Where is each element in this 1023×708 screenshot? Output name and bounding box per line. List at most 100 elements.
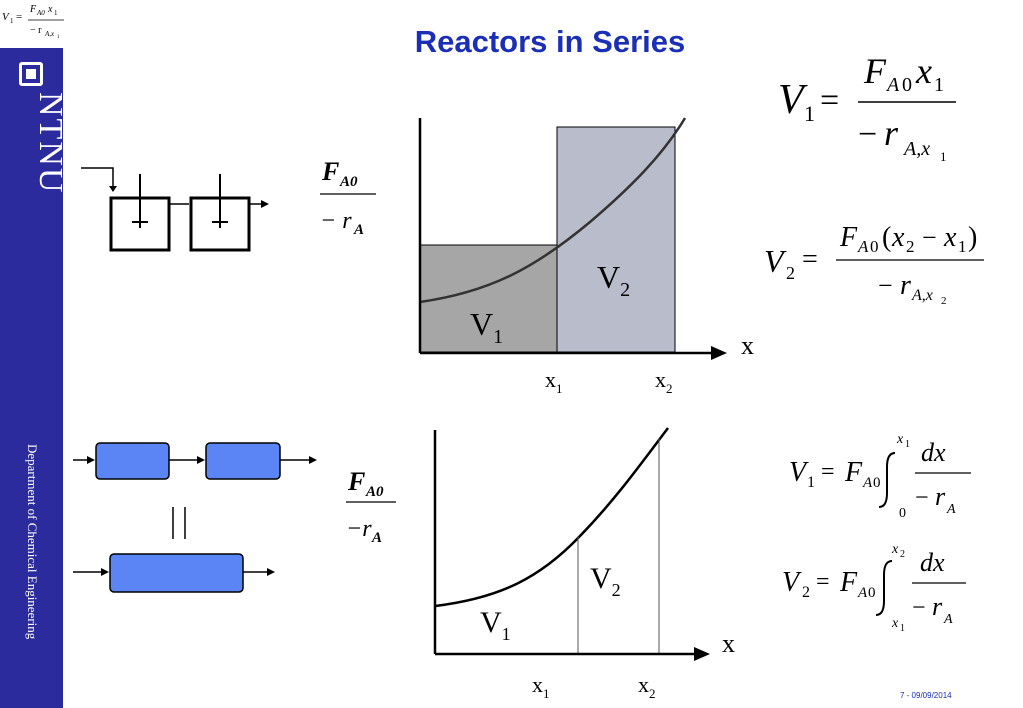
equation-v2-cstr: V 2 = F A 0 ( x 2 − x 1 ) − r A,x 2 — [764, 222, 984, 307]
svg-text:x: x — [915, 51, 932, 91]
v2-label: V2 — [597, 259, 630, 301]
svg-text:r: r — [900, 270, 911, 301]
corner-formula-svg: V 1 = F A0 x 1 − r A,x 1 — [2, 4, 64, 40]
svg-text:A: A — [943, 612, 953, 627]
equation-v1-pfr: V 1 = F A 0 x 1 0 dx − r A — [789, 432, 971, 521]
equation-v1-cstr: V 1 = F A 0 x 1 − r A,x 1 — [778, 51, 956, 164]
svg-text:A0: A0 — [36, 9, 45, 17]
v1-label: V1 — [470, 306, 503, 348]
rate-curve — [419, 117, 687, 304]
svg-text:F: F — [29, 4, 37, 15]
corner-formula: V 1 = F A0 x 1 − r A,x 1 — [0, 0, 70, 48]
svg-text:− r: − r — [30, 25, 42, 36]
svg-text:A: A — [862, 475, 873, 491]
svg-text:2: 2 — [906, 237, 915, 256]
svg-text:F: F — [347, 467, 365, 496]
levenspiel-plot-bottom: V1 V2 x x1 x2 — [433, 427, 735, 701]
svg-text:1: 1 — [958, 237, 967, 256]
page-footer: 7 - 09/09/2014 — [900, 691, 952, 700]
svg-text:=: = — [16, 11, 22, 23]
svg-text:2: 2 — [802, 584, 810, 601]
svg-text:F: F — [863, 51, 887, 91]
svg-text:F: F — [839, 567, 858, 598]
fraction-top: F A0 − r A — [320, 157, 376, 238]
sidebar: NTNU Department of Chemical Engineering — [0, 0, 69, 708]
x1-tick: x1 — [532, 672, 550, 701]
svg-text:A,x: A,x — [902, 138, 930, 160]
svg-text:V: V — [764, 243, 787, 279]
svg-text:1: 1 — [804, 101, 815, 126]
svg-text:A: A — [353, 222, 364, 238]
svg-text:r: r — [935, 482, 946, 511]
svg-text:1: 1 — [54, 9, 58, 17]
svg-text:0: 0 — [902, 74, 912, 96]
svg-text:=: = — [821, 459, 835, 485]
svg-text:(: ( — [882, 222, 891, 253]
svg-text:1: 1 — [940, 149, 947, 164]
svg-text:1: 1 — [10, 17, 14, 25]
svg-text:x: x — [943, 222, 957, 253]
x-axis-label: x — [741, 331, 754, 360]
svg-text:0: 0 — [873, 475, 881, 491]
levenspiel-plot-top: V1 V2 x x1 x2 — [418, 117, 754, 396]
svg-text:x: x — [891, 616, 899, 631]
equation-v2-pfr: V 2 = F A 0 x 2 x 1 dx − r A — [782, 542, 966, 634]
svg-text:dx: dx — [920, 548, 945, 577]
svg-text:A: A — [857, 585, 868, 601]
svg-text:): ) — [968, 222, 977, 253]
x-axis-label: x — [722, 629, 735, 658]
pfr-series-diagram — [73, 442, 317, 593]
svg-text:−: − — [922, 223, 937, 252]
svg-text:x: x — [896, 432, 904, 447]
fraction-bottom: F A0 −r A — [346, 467, 396, 546]
svg-text:−: − — [878, 271, 893, 300]
svg-text:0: 0 — [868, 585, 876, 601]
svg-text:1: 1 — [807, 474, 815, 491]
svg-text:2: 2 — [900, 549, 905, 560]
svg-text:r: r — [932, 592, 943, 621]
svg-text:A: A — [857, 237, 869, 256]
svg-text:−: − — [915, 485, 929, 511]
svg-text:A: A — [946, 502, 956, 517]
svg-text:−r: −r — [346, 516, 372, 542]
svg-text:V: V — [789, 457, 809, 488]
x2-tick: x2 — [655, 367, 673, 396]
ntnu-logo-icon — [19, 62, 43, 86]
svg-text:F: F — [839, 222, 858, 253]
svg-text:=: = — [820, 82, 839, 119]
cstr-series-diagram — [81, 167, 269, 252]
v1-label: V1 — [480, 606, 511, 644]
rate-curve — [434, 427, 669, 608]
svg-text:1: 1 — [57, 35, 60, 40]
svg-text:2: 2 — [786, 263, 795, 283]
svg-text:dx: dx — [921, 438, 946, 467]
svg-text:V: V — [782, 567, 802, 598]
svg-text:V: V — [778, 77, 808, 123]
svg-text:A0: A0 — [339, 174, 358, 190]
svg-text:1: 1 — [900, 623, 905, 634]
svg-text:A: A — [885, 74, 900, 96]
x2-tick: x2 — [638, 672, 656, 701]
svg-text:− r: − r — [320, 208, 352, 234]
ntnu-brand: NTNU — [32, 92, 69, 195]
svg-text:0: 0 — [899, 506, 906, 521]
v2-label: V2 — [590, 562, 621, 600]
svg-text:1: 1 — [905, 439, 910, 450]
svg-text:A,x: A,x — [911, 287, 933, 304]
svg-text:F: F — [321, 157, 339, 186]
svg-text:A: A — [371, 530, 382, 546]
svg-text:r: r — [884, 113, 899, 153]
svg-text:2: 2 — [941, 295, 947, 307]
x1-tick: x1 — [545, 367, 563, 396]
svg-text:0: 0 — [870, 237, 879, 256]
svg-text:−: − — [912, 595, 926, 621]
svg-text:=: = — [802, 244, 818, 275]
svg-text:1: 1 — [934, 74, 944, 96]
page-title: Reactors in Series — [414, 24, 686, 59]
svg-text:F: F — [844, 457, 863, 488]
svg-text:−: − — [858, 116, 877, 153]
svg-text:V: V — [2, 11, 10, 23]
v2-area — [556, 126, 676, 353]
department-label: Department of Chemical Engineering — [25, 444, 40, 640]
svg-text:=: = — [816, 569, 830, 595]
